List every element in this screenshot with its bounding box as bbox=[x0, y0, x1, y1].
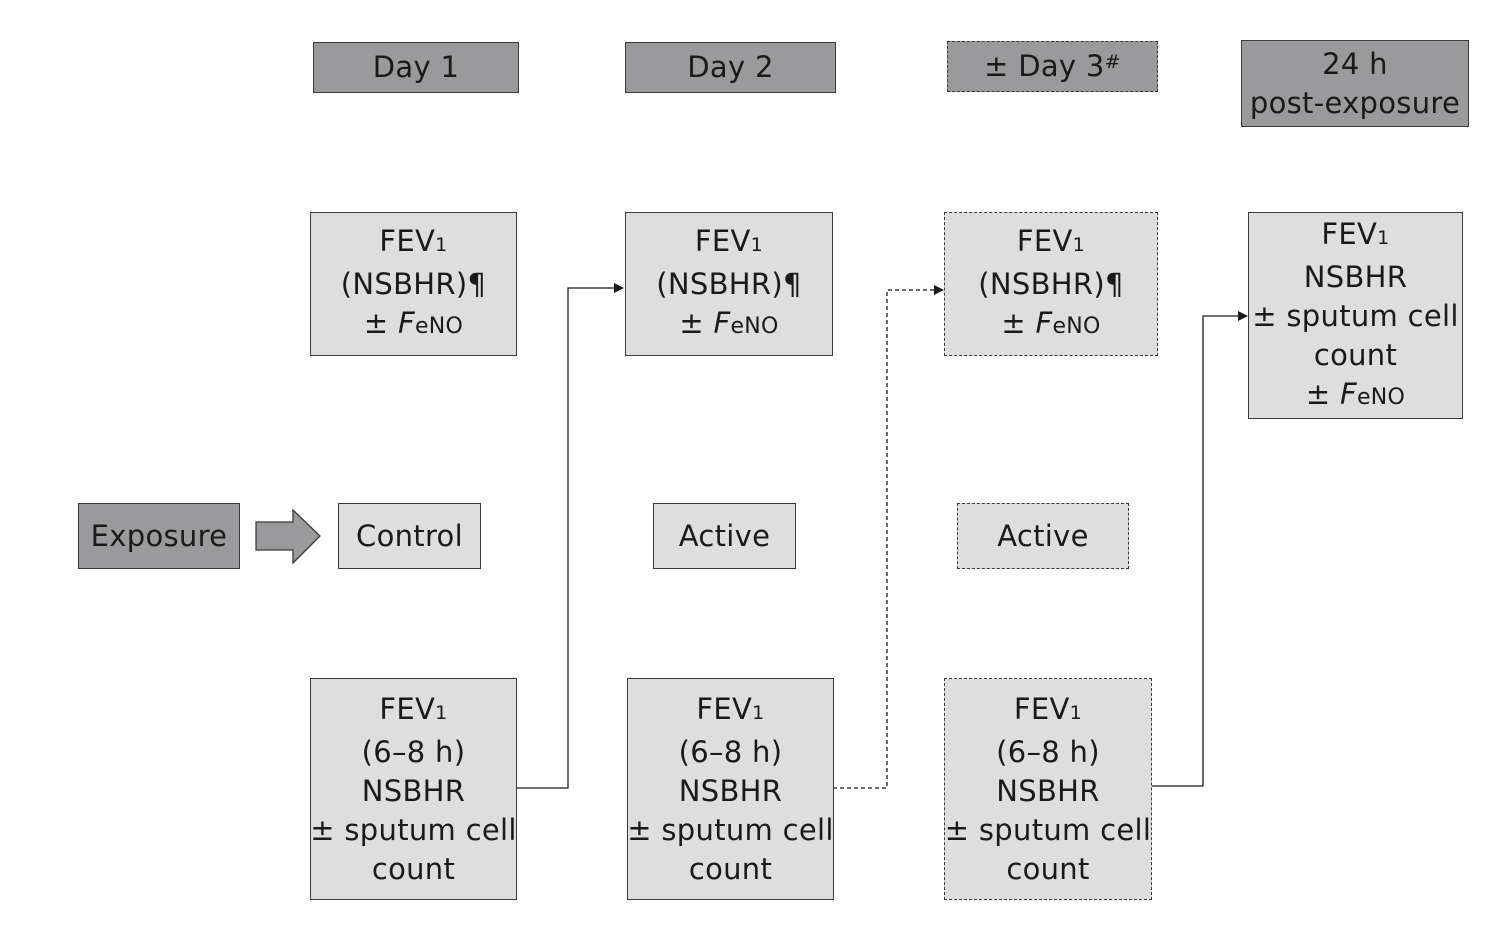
sputum-label-line2: count bbox=[1006, 851, 1090, 886]
active-label-day2: Active bbox=[678, 518, 771, 553]
exposure-arrow bbox=[255, 508, 321, 565]
header-post-line1: 24 h bbox=[1322, 46, 1388, 81]
header-day1: Day 1 bbox=[313, 42, 519, 93]
header-day1-label: Day 1 bbox=[372, 50, 460, 84]
sputum-label-line1: ± sputum cell bbox=[627, 812, 834, 847]
header-day3-footnote-mark: # bbox=[1104, 51, 1121, 73]
fev1-label: FEV1 bbox=[379, 224, 448, 258]
sputum-label-line1: ± sputum cell bbox=[944, 812, 1152, 847]
fev1-label: FEV1 bbox=[1321, 216, 1390, 251]
header-day3-prefix: ± Day 3 bbox=[984, 49, 1105, 83]
nsbhr-footnote-label: (NSBHR)¶ bbox=[978, 267, 1124, 301]
hours-label: (6–8 h) bbox=[361, 734, 466, 769]
nsbhr-label: NSBHR bbox=[678, 773, 783, 808]
sputum-label-line1: ± sputum cell bbox=[1252, 298, 1459, 333]
feno-label: ± FeNO bbox=[1001, 306, 1101, 340]
nsbhr-footnote-label: (NSBHR)¶ bbox=[340, 267, 487, 301]
nsbhr-label: NSBHR bbox=[996, 773, 1100, 808]
day1-post-measures: FEV1 (6–8 h) NSBHR ± sputum cell count bbox=[310, 678, 517, 900]
day3-post-measures: FEV1 (6–8 h) NSBHR ± sputum cell count bbox=[944, 678, 1152, 900]
nsbhr-label: NSBHR bbox=[1303, 259, 1408, 294]
header-day3: ± Day 3# bbox=[947, 41, 1158, 92]
header-day2: Day 2 bbox=[625, 42, 836, 93]
hours-label: (6–8 h) bbox=[678, 734, 783, 769]
header-post-line2: post-exposure bbox=[1249, 85, 1461, 120]
feno-label: ± FeNO bbox=[1305, 376, 1406, 411]
day2-pre-measures: FEV1 (NSBHR)¶ ± FeNO bbox=[625, 212, 833, 356]
sputum-label-line2: count bbox=[688, 851, 773, 886]
feno-label: ± FeNO bbox=[363, 306, 464, 340]
exposure-box: Exposure bbox=[78, 503, 240, 569]
nsbhr-label: NSBHR bbox=[361, 773, 466, 808]
control-label: Control bbox=[356, 518, 463, 553]
sputum-label-line2: count bbox=[371, 851, 456, 886]
hours-label: (6–8 h) bbox=[996, 734, 1100, 769]
nsbhr-footnote-label: (NSBHR)¶ bbox=[656, 267, 802, 301]
active-label-day3: Active bbox=[997, 518, 1089, 553]
header-day3-label: ± Day 3# bbox=[984, 47, 1121, 86]
fev1-label: FEV1 bbox=[694, 224, 764, 258]
control-box: Control bbox=[338, 503, 481, 569]
day3-pre-measures: FEV1 (NSBHR)¶ ± FeNO bbox=[944, 212, 1158, 356]
active-box-day3: Active bbox=[957, 503, 1129, 569]
header-day2-label: Day 2 bbox=[687, 50, 774, 84]
sputum-label-line2: count bbox=[1313, 337, 1398, 372]
day1-pre-measures: FEV1 (NSBHR)¶ ± FeNO bbox=[310, 212, 517, 356]
fev1-label: FEV1 bbox=[1016, 224, 1086, 258]
exposure-label: Exposure bbox=[90, 518, 228, 553]
connector-day3-to-post bbox=[1151, 311, 1248, 787]
connector-day2-to-day3 bbox=[833, 285, 944, 789]
day2-post-measures: FEV1 (6–8 h) NSBHR ± sputum cell count bbox=[627, 678, 834, 900]
fev1-label: FEV1 bbox=[1013, 691, 1083, 726]
connector-day1-to-day2 bbox=[516, 283, 624, 789]
fev1-label: FEV1 bbox=[696, 691, 765, 726]
active-box-day2: Active bbox=[653, 503, 796, 569]
post-exposure-measures: FEV1 NSBHR ± sputum cell count ± FeNO bbox=[1248, 212, 1463, 419]
fev1-label: FEV1 bbox=[379, 691, 448, 726]
feno-label: ± FeNO bbox=[679, 306, 779, 340]
sputum-label-line1: ± sputum cell bbox=[310, 812, 517, 847]
header-post-exposure: 24 h post-exposure bbox=[1241, 40, 1469, 127]
